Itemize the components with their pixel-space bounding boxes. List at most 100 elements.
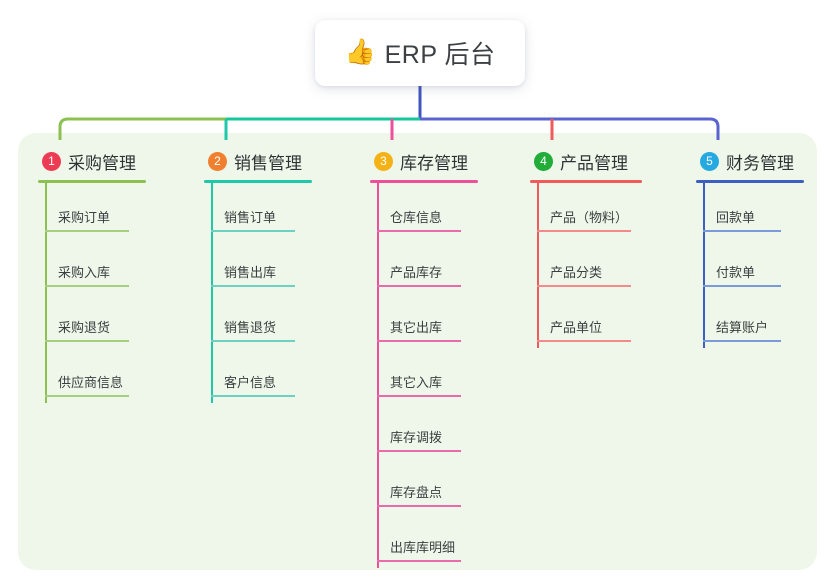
- leaf-item-label: 产品分类: [550, 265, 603, 280]
- leaf-item[interactable]: 销售订单: [204, 183, 354, 238]
- leaf-item[interactable]: 产品分类: [530, 238, 680, 293]
- leaf-item-label: 销售订单: [224, 210, 277, 225]
- leaf-item[interactable]: 客户信息: [204, 348, 354, 403]
- leaf-item[interactable]: 其它入库: [370, 348, 520, 403]
- leaf-item-label: 回款单: [716, 210, 756, 225]
- leaf-spine: [537, 293, 539, 348]
- leaf-spine: [703, 238, 705, 293]
- leaf-item-label: 产品（物料）: [550, 210, 629, 225]
- leaf-item-label: 销售出库: [224, 265, 277, 280]
- leaf-item[interactable]: 采购订单: [38, 183, 188, 238]
- leaf-underline: [703, 230, 781, 232]
- diagram-background-panel: [18, 133, 817, 570]
- leaf-spine: [703, 293, 705, 348]
- leaf-spine: [377, 183, 379, 238]
- leaf-item[interactable]: 付款单: [696, 238, 826, 293]
- leaf-underline: [377, 285, 461, 287]
- branch-number-badge: 5: [700, 151, 719, 171]
- leaf-item[interactable]: 销售退货: [204, 293, 354, 348]
- leaf-item[interactable]: 产品（物料）: [530, 183, 680, 238]
- branch-underline: [530, 180, 642, 183]
- leaf-item[interactable]: 仓库信息: [370, 183, 520, 238]
- leaf-underline: [377, 230, 461, 232]
- leaf-item[interactable]: 出库库明细: [370, 513, 520, 568]
- leaf-underline: [537, 230, 631, 232]
- leaf-spine: [45, 348, 47, 403]
- leaf-spine: [537, 183, 539, 238]
- branch-title: 库存管理: [400, 153, 468, 173]
- leaf-underline: [377, 395, 461, 397]
- leaf-underline: [377, 505, 461, 507]
- leaf-item-label: 其它出库: [390, 320, 443, 335]
- leaf-underline: [211, 340, 295, 342]
- leaf-item[interactable]: 产品单位: [530, 293, 680, 348]
- leaf-item[interactable]: 库存调拨: [370, 403, 520, 458]
- leaf-item-label: 库存盘点: [390, 485, 443, 500]
- leaf-underline: [211, 230, 295, 232]
- leaf-item-label: 供应商信息: [58, 375, 124, 390]
- leaf-underline: [703, 340, 781, 342]
- leaf-item-label: 其它入库: [390, 375, 443, 390]
- leaf-item-label: 结算账户: [716, 320, 769, 335]
- leaf-item[interactable]: 采购入库: [38, 238, 188, 293]
- leaf-spine: [211, 348, 213, 403]
- leaf-underline: [45, 230, 129, 232]
- branch-leaf-list: 回款单付款单结算账户: [696, 183, 826, 348]
- root-node-label: ERP 后台: [384, 41, 496, 69]
- leaf-spine: [45, 183, 47, 238]
- leaf-item-label: 客户信息: [224, 375, 277, 390]
- leaf-underline: [211, 285, 295, 287]
- leaf-item-label: 销售退货: [224, 320, 277, 335]
- branch-leaf-list: 采购订单采购入库采购退货供应商信息: [38, 183, 188, 403]
- leaf-underline: [377, 450, 461, 452]
- leaf-spine: [45, 238, 47, 293]
- leaf-item[interactable]: 库存盘点: [370, 458, 520, 513]
- branch-number-badge: 4: [534, 151, 553, 171]
- branch-underline: [696, 180, 804, 183]
- leaf-spine: [45, 293, 47, 348]
- leaf-underline: [703, 285, 781, 287]
- leaf-item-label: 采购退货: [58, 320, 111, 335]
- leaf-item-label: 出库库明细: [390, 540, 456, 555]
- leaf-underline: [377, 560, 461, 562]
- leaf-item-label: 仓库信息: [390, 210, 443, 225]
- leaf-spine: [211, 293, 213, 348]
- leaf-item[interactable]: 其它出库: [370, 293, 520, 348]
- leaf-spine: [377, 513, 379, 568]
- leaf-item-label: 产品库存: [390, 265, 443, 280]
- leaf-item[interactable]: 回款单: [696, 183, 826, 238]
- leaf-item[interactable]: 销售出库: [204, 238, 354, 293]
- leaf-spine: [211, 238, 213, 293]
- leaf-item[interactable]: 采购退货: [38, 293, 188, 348]
- leaf-spine: [377, 348, 379, 403]
- branch-underline: [204, 180, 312, 183]
- leaf-item[interactable]: 供应商信息: [38, 348, 188, 403]
- leaf-item[interactable]: 结算账户: [696, 293, 826, 348]
- leaf-item-label: 采购订单: [58, 210, 111, 225]
- leaf-item[interactable]: 产品库存: [370, 238, 520, 293]
- branch-title: 销售管理: [234, 153, 302, 173]
- leaf-spine: [377, 293, 379, 348]
- branch-underline: [38, 180, 146, 183]
- root-node[interactable]: 👍 ERP 后台: [315, 20, 525, 86]
- leaf-underline: [537, 285, 631, 287]
- branch-underline: [370, 180, 478, 183]
- branch-number-badge: 1: [42, 151, 61, 171]
- branch-leaf-list: 仓库信息产品库存其它出库其它入库库存调拨库存盘点出库库明细: [370, 183, 520, 568]
- leaf-spine: [703, 183, 705, 238]
- leaf-item-label: 付款单: [716, 265, 756, 280]
- leaf-item-label: 采购入库: [58, 265, 111, 280]
- leaf-spine: [377, 403, 379, 458]
